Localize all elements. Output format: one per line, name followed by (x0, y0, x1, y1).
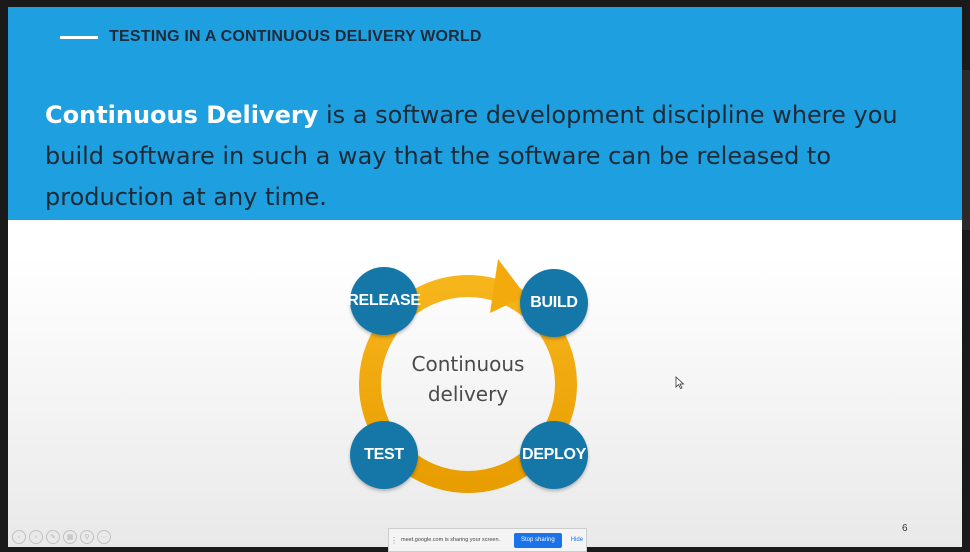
slide-heading: TESTING IN A CONTINUOUS DELIVERY WORLD (109, 28, 482, 45)
slide-nav-toolbar: ‹ › ✎ ▦ ⚲ ⋯ (12, 530, 111, 544)
zoom-icon[interactable]: ⚲ (80, 530, 94, 544)
next-icon[interactable]: › (29, 530, 43, 544)
center-label-line1: Continuous (411, 352, 525, 376)
pen-icon[interactable]: ✎ (46, 530, 60, 544)
prev-icon[interactable]: ‹ (12, 530, 26, 544)
definition-body: is a software development discipline whe… (45, 101, 898, 211)
mouse-cursor-icon (675, 376, 685, 390)
window-edge (962, 70, 970, 230)
presentation-slide: TESTING IN A CONTINUOUS DELIVERY WORLD C… (8, 7, 962, 547)
node-release: RELEASE (347, 267, 421, 335)
center-label-line2: delivery (427, 382, 509, 406)
definition-text: Continuous Delivery is a software develo… (45, 95, 925, 218)
title-banner: TESTING IN A CONTINUOUS DELIVERY WORLD C… (8, 7, 962, 220)
cycle-diagram (359, 259, 577, 493)
node-deploy: DEPLOY (520, 421, 588, 489)
hide-button[interactable]: Hide (570, 537, 584, 543)
node-build: BUILD (520, 269, 588, 337)
slides-icon[interactable]: ▦ (63, 530, 77, 544)
diagram-center-label: Continuous delivery (398, 349, 538, 409)
node-test: TEST (350, 421, 418, 489)
cycle-ring (359, 275, 577, 493)
stop-sharing-button[interactable]: Stop sharing (514, 532, 562, 548)
page-number: 6 (902, 523, 908, 534)
heading-accent-line (60, 36, 98, 39)
drag-handle-icon[interactable]: ⋮ (390, 535, 398, 545)
screen-share-bar: ⋮ meet.google.com is sharing your screen… (388, 528, 587, 552)
cycle-arrow-head (490, 259, 526, 313)
more-icon[interactable]: ⋯ (97, 530, 111, 544)
definition-term: Continuous Delivery (45, 101, 319, 129)
share-message: meet.google.com is sharing your screen. (401, 537, 501, 543)
